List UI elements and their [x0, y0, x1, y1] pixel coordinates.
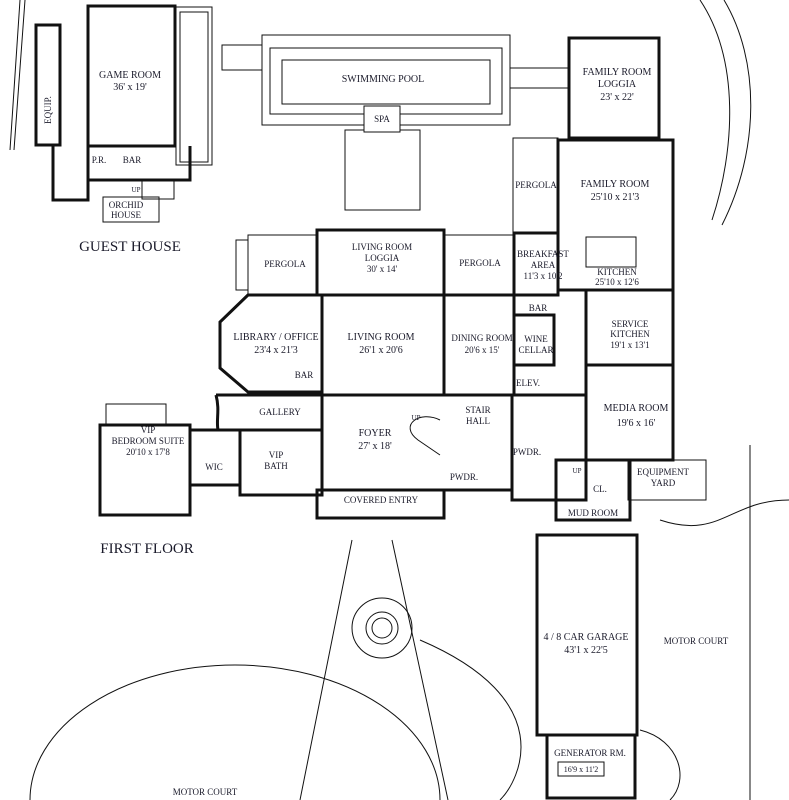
fountain [351, 597, 413, 659]
spa-label: SPA [374, 114, 390, 124]
living-loggia-size: 30' x 14' [367, 264, 398, 274]
living-loggia-label-2: LOGGIA [365, 253, 400, 263]
guest-up-label: UP [132, 186, 141, 194]
generator-room-label: GENERATOR RM. [554, 748, 626, 758]
swimming-pool-label: SWIMMING POOL [342, 74, 425, 85]
elevator-label: ELEV. [516, 378, 540, 388]
motor-court-south-label: MOTOR COURT [173, 787, 238, 797]
stair-hall-label-1: STAIR [465, 405, 490, 415]
orchid-house-label-2: HOUSE [111, 210, 142, 220]
plan-title: FIRST FLOOR [100, 541, 194, 557]
media-room-size: 19'6 x 16' [617, 418, 656, 429]
breakfast-label-2: AREA [531, 260, 556, 270]
wic-label: WIC [205, 462, 223, 472]
dining-room-label: DINING ROOM [451, 333, 512, 343]
dining-room-size: 20'6 x 15' [465, 345, 500, 355]
game-room-size: 36' x 19' [113, 82, 147, 93]
garage-size: 43'1 x 22'5 [564, 645, 608, 656]
family-loggia-label-2: LOGGIA [598, 79, 637, 90]
swimming-pool [221, 34, 571, 211]
service-up-label: UP [573, 467, 582, 475]
orchid-house-label-1: ORCHID [109, 200, 144, 210]
closet-label: CL. [593, 484, 607, 494]
family-loggia-label-1: FAMILY ROOM [583, 67, 652, 78]
motor-court-east-label: MOTOR COURT [664, 636, 729, 646]
service-kitchen-label-2: KITCHEN [610, 329, 650, 339]
library-label: LIBRARY / OFFICE [233, 332, 318, 343]
living-room-label: LIVING ROOM [348, 332, 415, 343]
equip-label: EQUIP. [43, 96, 53, 124]
media-room-label: MEDIA ROOM [604, 403, 669, 414]
guest-house [34, 4, 213, 223]
vip-bath-label-2: BATH [264, 461, 288, 471]
foyer-size: 27' x 18' [358, 441, 392, 452]
living-room-size: 26'1 x 20'6 [359, 345, 403, 356]
family-room-size: 25'10 x 21'3 [591, 192, 640, 203]
breakfast-size: 11'3 x 10'2 [524, 271, 563, 281]
site-lines [9, 0, 789, 800]
library-bar-label: BAR [295, 370, 314, 380]
wine-cellar-label-1: WINE [524, 334, 548, 344]
family-room-label: FAMILY ROOM [581, 179, 650, 190]
generator-room-size: 16'9 x 11'2 [564, 765, 599, 774]
kitchen-bar-label: BAR [529, 303, 548, 313]
game-room-label: GAME ROOM [99, 70, 161, 81]
foyer-up-label: UP [412, 414, 421, 422]
mud-room-label: MUD ROOM [568, 508, 618, 518]
guest-bar-label: BAR [123, 155, 142, 165]
kitchen-size: 25'10 x 12'6 [595, 277, 639, 287]
garage-label: 4 / 8 CAR GARAGE [543, 632, 628, 643]
wine-cellar-label-2: CELLAR [519, 345, 554, 355]
pr-label: P.R. [92, 155, 107, 165]
gallery-label: GALLERY [259, 407, 301, 417]
main-house-walls [98, 36, 707, 800]
room-labels: GAME ROOM 36' x 19' EQUIP. P.R. BAR UP O… [43, 67, 729, 797]
service-kitchen-label-1: SERVICE [612, 319, 649, 329]
vip-suite-label-1: VIP [141, 425, 156, 435]
pergola-east-label: PERGOLA [515, 180, 557, 190]
covered-entry-label: COVERED ENTRY [344, 495, 419, 505]
vip-suite-label-2: BEDROOM SUITE [112, 436, 185, 446]
pergola-west-label: PERGOLA [264, 259, 306, 269]
equipment-yard-label-2: YARD [651, 478, 676, 488]
living-loggia-label-1: LIVING ROOM [352, 242, 412, 252]
guest-house-title: GUEST HOUSE [79, 239, 181, 255]
vip-suite-size: 20'10 x 17'8 [126, 447, 170, 457]
pwdr-foyer-label: PWDR. [450, 472, 478, 482]
foyer-label: FOYER [359, 428, 392, 439]
breakfast-label-1: BREAKFAST [517, 249, 569, 259]
pergola-mid-label: PERGOLA [459, 258, 501, 268]
family-loggia-size: 23' x 22' [600, 92, 634, 103]
kitchen-label: KITCHEN [597, 267, 637, 277]
library-size: 23'4 x 21'3 [254, 345, 298, 356]
service-kitchen-size: 19'1 x 13'1 [610, 340, 649, 350]
stair-hall-label-2: HALL [466, 416, 490, 426]
equipment-yard-label-1: EQUIPMENT [637, 467, 689, 477]
vip-bath-label-1: VIP [269, 450, 284, 460]
pwdr-east-label: PWDR. [513, 447, 541, 457]
